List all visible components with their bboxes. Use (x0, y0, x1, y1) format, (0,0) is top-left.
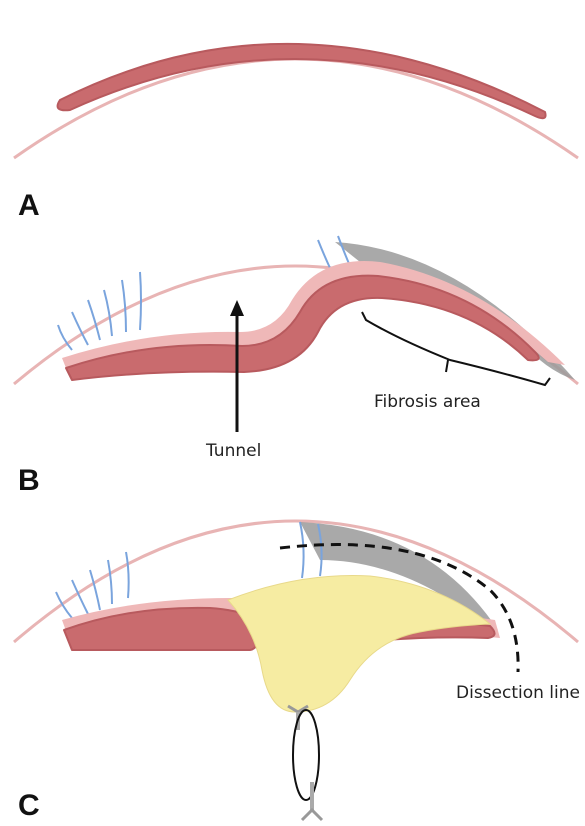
panel-b-fibrosis-label: Fibrosis area (374, 392, 481, 412)
panel-c-label: C (18, 789, 40, 822)
panel-c: Dissection line C (14, 521, 580, 822)
panel-c-dissection-label: Dissection line (456, 683, 580, 703)
panel-b-tunnel-arrowhead (230, 300, 244, 316)
clip-instrument-icon (288, 706, 322, 820)
panel-a-muscle-layer (58, 44, 546, 118)
panel-b-label: B (18, 464, 40, 497)
panel-b-left-fibers (58, 272, 141, 350)
panel-a-label: A (18, 189, 40, 222)
panel-b-bracket-tick (446, 360, 448, 372)
panel-b: Tunnel Fibrosis area B (14, 236, 578, 497)
panel-a: A (14, 44, 578, 222)
panel-b-tunnel-label: Tunnel (205, 441, 261, 461)
panel-a-outer-wall (14, 59, 578, 158)
